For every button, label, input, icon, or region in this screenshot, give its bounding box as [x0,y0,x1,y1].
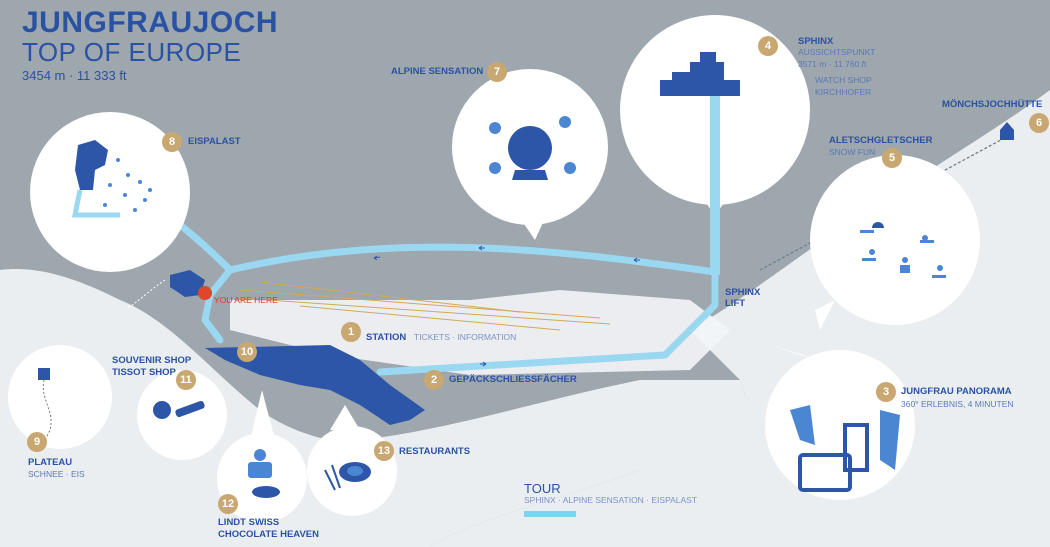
plate-icon [324,462,371,491]
watch-knife-icons [153,400,205,419]
flag-icon [38,368,52,441]
point-13-badge: 13 [374,441,394,461]
film-reel-icon [790,405,900,492]
point-1-badge: 1 [341,322,361,342]
feature-circles [8,15,980,523]
tour-legend-bar [524,511,576,517]
main-building [205,345,425,425]
sphinx-lift-label-2: LIFT [725,298,746,309]
point-12-name: LINDT SWISS [218,517,280,528]
you-are-here-label: YOU ARE HERE [214,295,278,305]
point-3-details: 360° ERLEBNIS, 4 MINUTEN [901,399,1014,409]
point-7-badge: 7 [487,62,507,82]
point-5-details: SNOW FUN [829,147,876,157]
point-4-badge: 4 [758,36,778,56]
point-8-badge: 8 [162,132,182,152]
tour-title: TOUR [524,481,561,496]
snow-globe-icon [489,116,576,180]
eispalast-entrance [170,270,205,297]
railway-tracks [239,281,611,331]
you-are-here-marker [198,286,212,300]
point-4-details: AUSSICHTSPUNKT [798,47,876,57]
point-5-name: ALETSCHGLETSCHER [829,135,933,146]
point-11-name: SOUVENIR SHOP [112,355,192,366]
point-11-badge: 11 [176,370,196,390]
hut-icon [1000,122,1014,140]
point-6-name: MÖNCHSJOCHHÜTTE [942,99,1043,110]
point-3-name: JUNGFRAU PANORAMA [901,386,1012,397]
point-7-name: ALPINE SENSATION [391,66,484,77]
point-13-name: RESTAURANTS [399,446,471,457]
sphinx-observatory-icon [660,52,740,96]
point-2-name: GEPÄCKSCHLIESSFÄCHER [449,374,577,385]
point-3-badge: 3 [876,382,896,402]
point-9-badge: 9 [27,432,47,452]
map-title: JUNGFRAUJOCH [22,6,279,39]
point-1-details: TICKETS · INFORMATION [414,332,517,342]
sphinx-lift-label-1: SPHINX [725,287,761,298]
point-2-badge: 2 [424,370,444,390]
eispalast-icon [71,140,120,218]
point-8-name: EISPALAST [188,136,241,147]
point-6-badge: 6 [1029,113,1049,133]
point-4-extra1: WATCH SHOP [815,75,872,85]
point-12-name-2: CHOCOLATE HEAVEN [218,529,319,540]
map-subtitle: TOP OF EUROPE [22,37,242,67]
tour-path-arrows [373,245,640,367]
point-10-badge: 10 [237,342,257,362]
map-elevation: 3454 m · 11 333 ft [22,68,127,83]
point-12-badge: 12 [218,494,238,514]
point-5-badge: 5 [882,148,902,168]
plateau-path [127,279,166,309]
point-9-name: PLATEAU [28,457,73,468]
snow-fun-icons [860,222,946,278]
tour-stops: SPHINX · ALPINE SENSATION · EISPALAST [524,495,698,505]
point-9-details: SCHNEE · EIS [28,469,85,479]
point-4-name: SPHINX [798,36,834,47]
chef-icon [248,449,280,498]
sphinx-lift-shaft [710,95,720,275]
point-4-elevation: 3571 m · 11 760 ft [798,59,867,69]
point-4-extra2: KIRCHHOFER [815,87,872,97]
point-1-name: STATION [366,332,407,343]
snowflakes [103,158,152,212]
point-11-name-2: TISSOT SHOP [112,367,176,378]
snow-area-bottom [360,380,746,547]
